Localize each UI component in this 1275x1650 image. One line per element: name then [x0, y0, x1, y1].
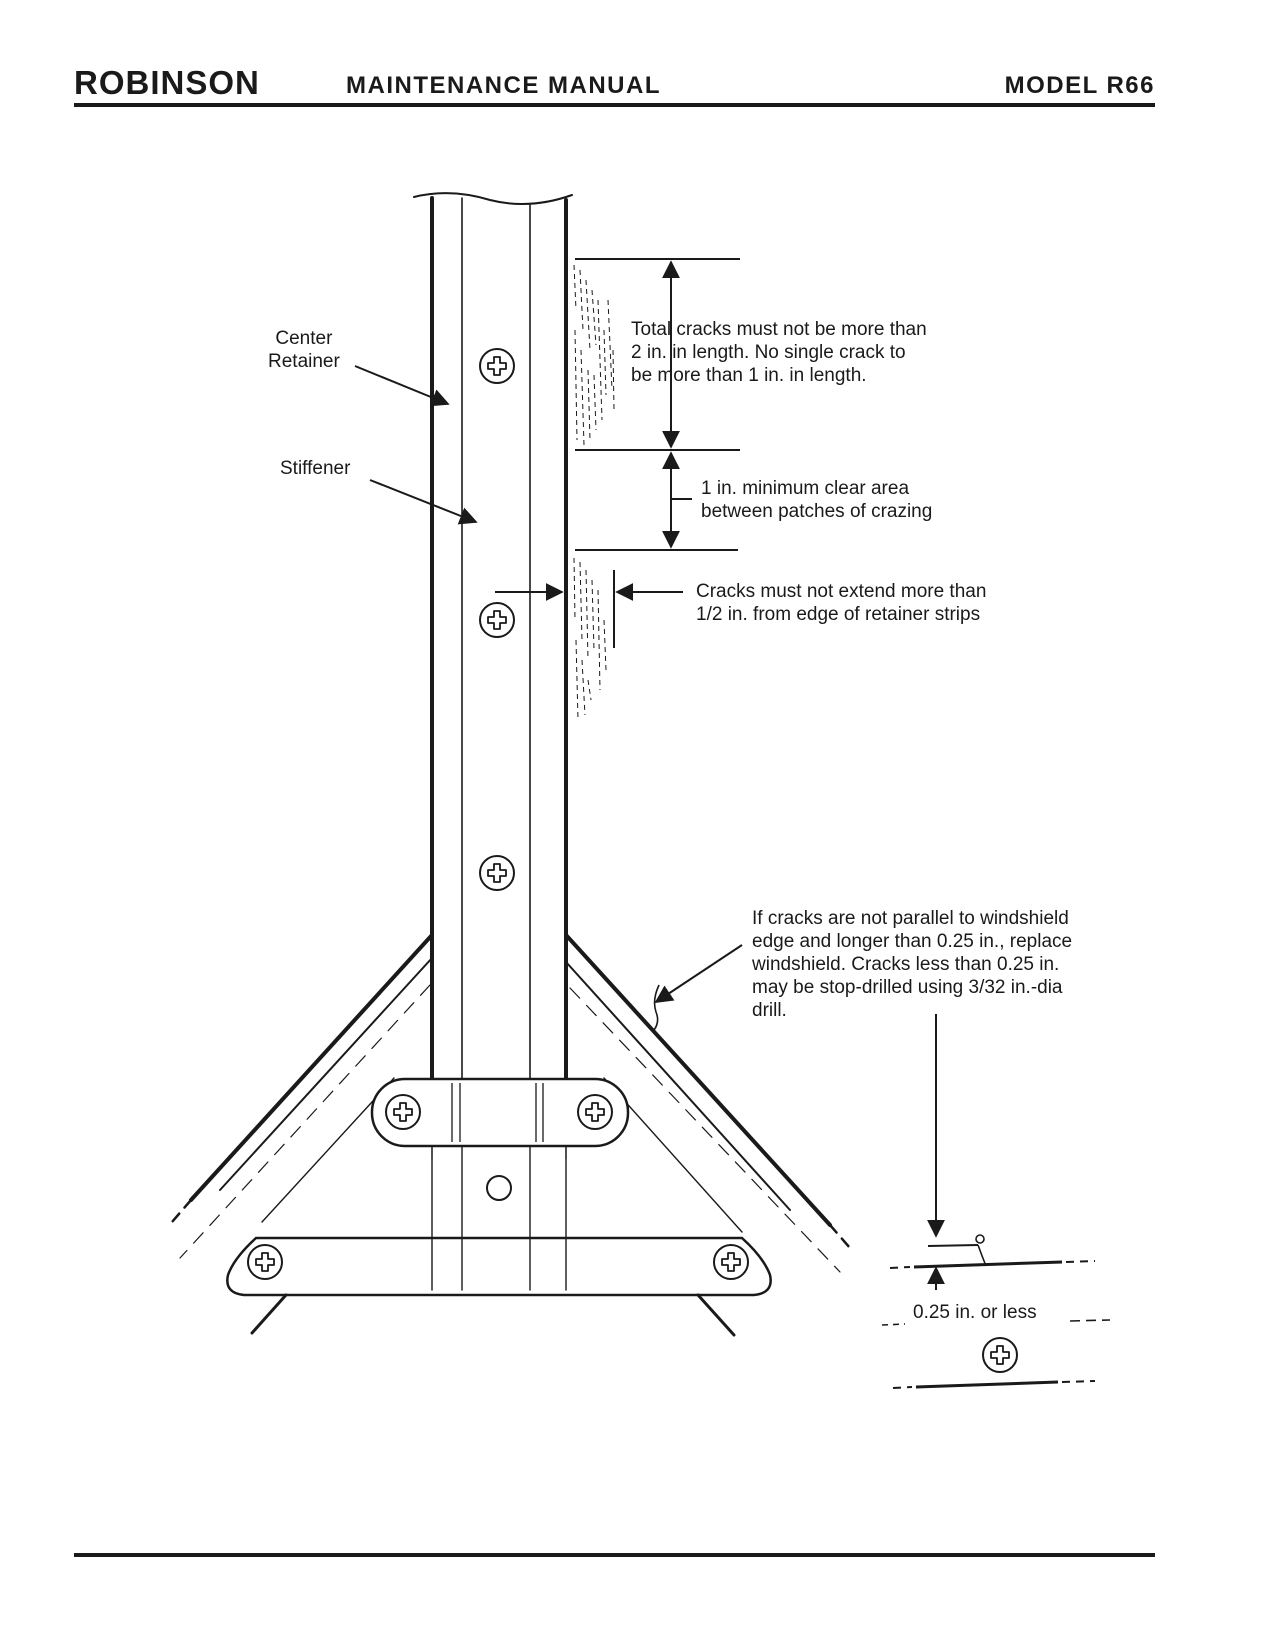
screw-plate-right: [713, 1244, 749, 1280]
horizontal-bracket: [370, 1077, 630, 1148]
screw-3: [479, 855, 515, 891]
screw-detail: [982, 1337, 1018, 1373]
left-strip-inner: [219, 957, 433, 1191]
triangular-plate: [226, 1236, 772, 1297]
crazing-lower: [573, 557, 607, 721]
screw-plate-left: [247, 1244, 283, 1280]
right-strip-outer: [564, 933, 832, 1227]
right-strip-inner: [565, 961, 791, 1211]
footer-rule: [74, 1553, 1155, 1557]
parallel-crack-note: If cracks are not parallel to windshield…: [752, 908, 1073, 1021]
screw-bracket-right: [577, 1094, 613, 1130]
detail-edge-lower: [915, 1380, 1059, 1389]
dimension-label: 0.25 in. or less: [913, 1302, 1037, 1323]
clear-area-note: 1 in. minimum clear area between patches…: [701, 478, 933, 522]
center-retainer-label: Center Retainer: [268, 328, 340, 372]
model-name: MODEL R66: [1004, 72, 1155, 99]
screw-2: [479, 602, 515, 638]
manual-title: MAINTENANCE MANUAL: [346, 72, 661, 99]
left-strip-outer: [189, 933, 434, 1202]
center-retainer-leader: [354, 365, 450, 407]
screw-bracket-left: [385, 1094, 421, 1130]
stiffener-label: Stiffener: [280, 458, 351, 479]
retainer-break-line: [413, 192, 573, 205]
stiffener-leader: [369, 479, 478, 525]
total-cracks-note: Total cracks must not be more than 2 in.…: [631, 319, 927, 386]
parallel-crack-leader: [654, 944, 743, 1003]
crazing-upper: [573, 264, 615, 446]
extend-limit-note: Cracks must not extend more than 1/2 in.…: [696, 581, 987, 625]
detail-edge-upper: [913, 1260, 1063, 1269]
center-hole: [486, 1175, 512, 1201]
brand-name: ROBINSON: [74, 64, 260, 101]
header-rule: [74, 103, 1155, 107]
screw-1: [479, 348, 515, 384]
